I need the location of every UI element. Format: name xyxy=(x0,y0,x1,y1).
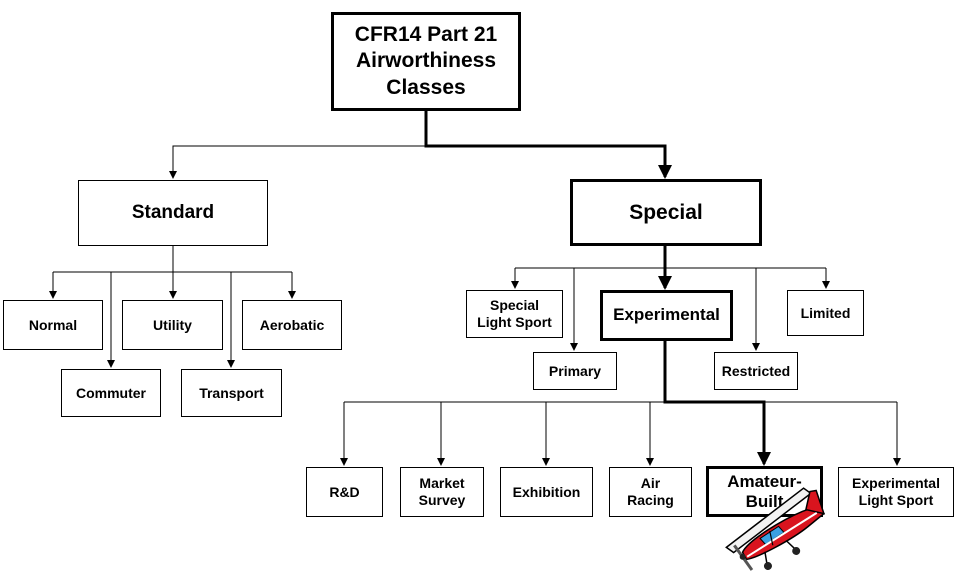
utility-box: Utility xyxy=(122,300,223,350)
amateur-built-box: Amateur- Built xyxy=(706,466,823,517)
root-box: CFR14 Part 21 Airworthiness Classes xyxy=(331,12,521,111)
commuter-box: Commuter xyxy=(61,369,161,417)
restricted-box: Restricted xyxy=(714,352,798,390)
line-root-special xyxy=(424,111,672,179)
exhibition-box: Exhibition xyxy=(500,467,593,517)
experimental-light-sport-box: Experimental Light Sport xyxy=(838,467,954,517)
transport-box: Transport xyxy=(181,369,282,417)
rd-box: R&D xyxy=(306,467,383,517)
normal-box: Normal xyxy=(3,300,103,350)
line-experimental-amateur-built xyxy=(663,341,771,466)
air-racing-box: Air Racing xyxy=(609,467,692,517)
limited-box: Limited xyxy=(787,290,864,336)
aerobatic-box: Aerobatic xyxy=(242,300,342,350)
special-box: Special xyxy=(570,179,762,246)
special-light-sport-box: Special Light Sport xyxy=(466,290,563,338)
experimental-box: Experimental xyxy=(600,290,733,341)
primary-box: Primary xyxy=(533,352,617,390)
line-root-standard xyxy=(169,145,426,179)
standard-box: Standard xyxy=(78,180,268,246)
line-standard-children xyxy=(53,246,292,273)
market-survey-box: Market Survey xyxy=(400,467,484,517)
